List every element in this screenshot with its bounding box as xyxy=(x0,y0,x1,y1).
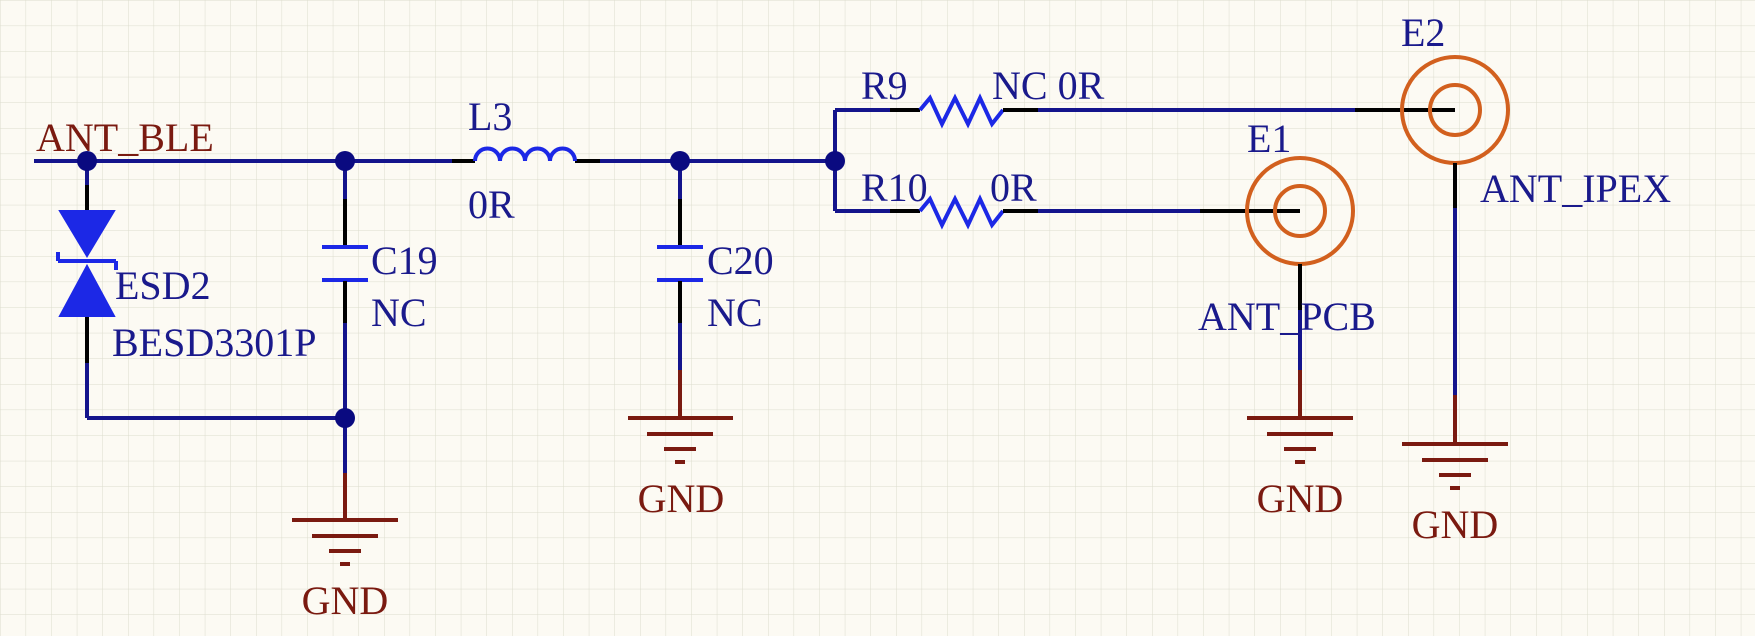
esd2-value: BESD3301P xyxy=(112,320,317,365)
e1-antenna[interactable] xyxy=(1245,156,1355,370)
c20-value: NC xyxy=(707,290,763,335)
junction-dot xyxy=(670,151,690,171)
gnd-label-1: GND xyxy=(302,578,389,623)
e1-designator: E1 xyxy=(1247,116,1291,161)
c19-designator: C19 xyxy=(371,238,438,283)
gnd-label-2: GND xyxy=(638,476,725,521)
e2-designator: E2 xyxy=(1401,10,1445,55)
junction-dot xyxy=(335,408,355,428)
l3-inductor[interactable] xyxy=(473,146,577,162)
e1-comment: ANT_PCB xyxy=(1198,294,1376,339)
r10-resistor[interactable] xyxy=(890,194,1300,230)
e2-comment: ANT_IPEX xyxy=(1480,166,1671,211)
c20-designator: C20 xyxy=(707,238,774,283)
r9-value: NC 0R xyxy=(992,63,1105,108)
gnd-symbol-2 xyxy=(628,370,733,464)
gnd-label-3: GND xyxy=(1257,476,1344,521)
r9-resistor[interactable] xyxy=(890,93,1455,129)
junction-dot xyxy=(77,151,97,171)
junction-dot xyxy=(825,151,845,171)
net-label-ant-ble: ANT_BLE xyxy=(36,115,214,160)
l3-value: 0R xyxy=(468,182,515,227)
gnd-symbol-1 xyxy=(292,473,398,566)
gnd-symbol-4 xyxy=(1402,395,1508,490)
junction-dot xyxy=(335,151,355,171)
e2-antenna[interactable] xyxy=(1400,55,1510,395)
c19-value: NC xyxy=(371,290,427,335)
c19-capacitor[interactable] xyxy=(322,161,368,473)
esd2-diode[interactable] xyxy=(56,161,345,420)
l3-designator: L3 xyxy=(468,94,512,139)
r10-designator: R10 xyxy=(861,165,928,210)
r10-value: 0R xyxy=(990,165,1037,210)
r9-designator: R9 xyxy=(861,63,908,108)
esd2-designator: ESD2 xyxy=(115,263,211,308)
gnd-label-4: GND xyxy=(1412,502,1499,547)
gnd-symbol-3 xyxy=(1247,370,1353,464)
